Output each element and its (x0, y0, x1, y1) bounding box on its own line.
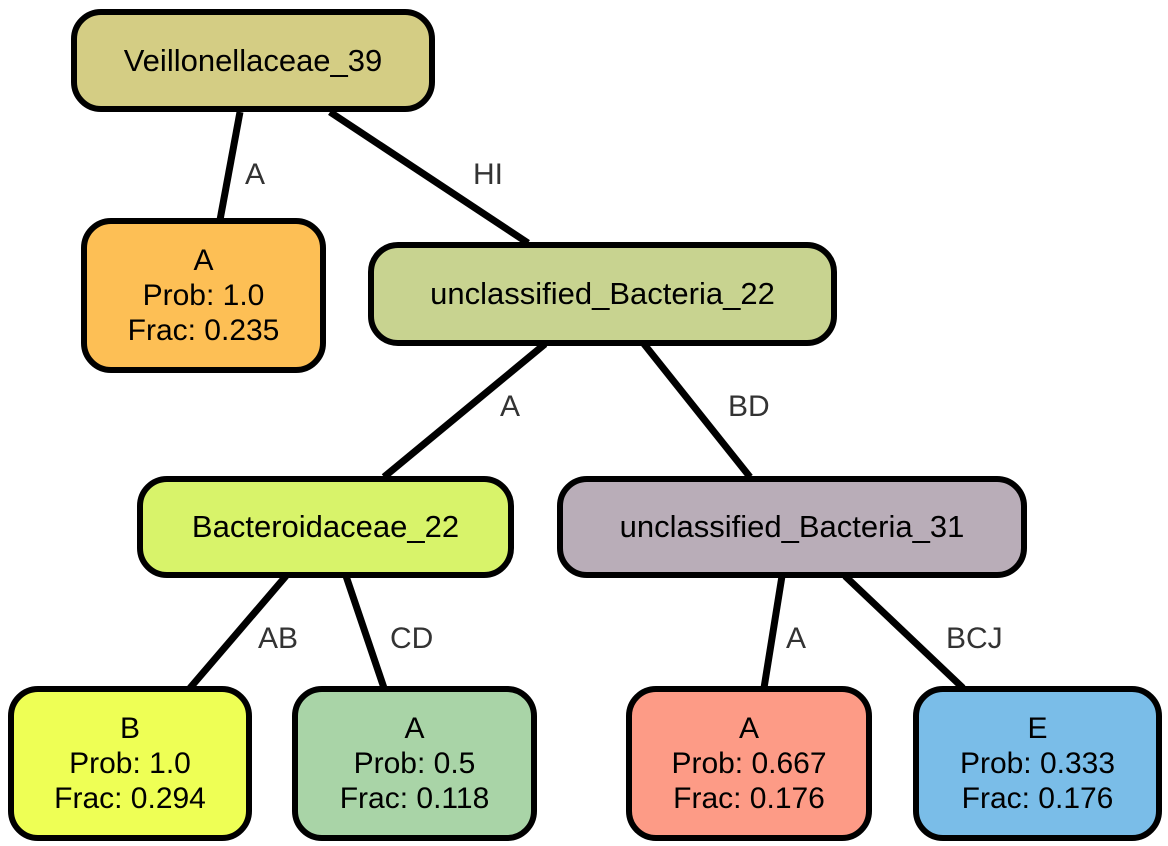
leaf-node-b: B Prob: 1.0 Frac: 0.294 (8, 686, 252, 841)
edge-label-bact22-to-b: AB (258, 622, 299, 655)
leaf-node-a-1: A Prob: 1.0 Frac: 0.235 (81, 218, 326, 373)
leaf-class: E (1027, 712, 1048, 745)
edge-label-root-to-unc22: HI (473, 158, 503, 191)
leaf-prob: Prob: 0.5 (353, 747, 476, 780)
leaf-class: A (738, 712, 759, 745)
leaf-node-a-3: A Prob: 0.667 Frac: 0.176 (626, 686, 872, 841)
edge-unc31-to-a3 (760, 575, 786, 689)
leaf-frac: Frac: 0.294 (54, 782, 206, 815)
node-label: Bacteroidaceae_22 (191, 509, 460, 544)
leaf-prob: Prob: 0.667 (671, 747, 827, 780)
leaf-frac: Frac: 0.176 (961, 782, 1114, 815)
edge-bact22-to-b (187, 573, 289, 691)
node-bacteroidaceae-22: Bacteroidaceae_22 (137, 476, 514, 578)
edge-unc22-to-bact22 (381, 341, 548, 480)
leaf-node-a-2: A Prob: 0.5 Frac: 0.118 (292, 686, 537, 841)
edge-label-unc31-to-e: BCJ (946, 622, 1003, 655)
edge-label-unc22-to-bact22: A (500, 390, 521, 423)
leaf-frac: Frac: 0.176 (673, 782, 825, 815)
node-label: unclassified_Bacteria_31 (619, 509, 965, 544)
node-label: unclassified_Bacteria_22 (430, 276, 775, 311)
edge-label-unc31-to-a3: A (786, 622, 807, 655)
edge-root-to-a1 (216, 111, 244, 221)
leaf-node-e: E Prob: 0.333 Frac: 0.176 (913, 686, 1162, 841)
leaf-prob: Prob: 0.333 (959, 747, 1116, 780)
edge-label-bact22-to-a2: CD (390, 622, 434, 655)
leaf-prob: Prob: 1.0 (142, 279, 265, 312)
leaf-prob: Prob: 1.0 (69, 747, 191, 780)
leaf-frac: Frac: 0.235 (127, 314, 280, 347)
leaf-class: A (404, 712, 425, 745)
node-unclassified-bacteria-31: unclassified_Bacteria_31 (557, 476, 1027, 578)
leaf-frac: Frac: 0.118 (339, 782, 490, 815)
node-veillonellaceae-39: Veillonellaceae_39 (71, 9, 435, 112)
edge-unc22-to-unc31 (641, 341, 753, 480)
node-label: Veillonellaceae_39 (123, 42, 383, 78)
edge-label-unc22-to-unc31: BD (728, 390, 770, 423)
edge-bact22-to-a2 (342, 574, 388, 690)
edge-root-to-unc22 (328, 109, 530, 246)
edge-unc31-to-e (842, 573, 966, 691)
leaf-class: A (193, 244, 214, 277)
node-unclassified-bacteria-22: unclassified_Bacteria_22 (368, 242, 837, 346)
edge-label-root-to-a1: A (245, 158, 266, 191)
leaf-class: B (119, 712, 140, 745)
